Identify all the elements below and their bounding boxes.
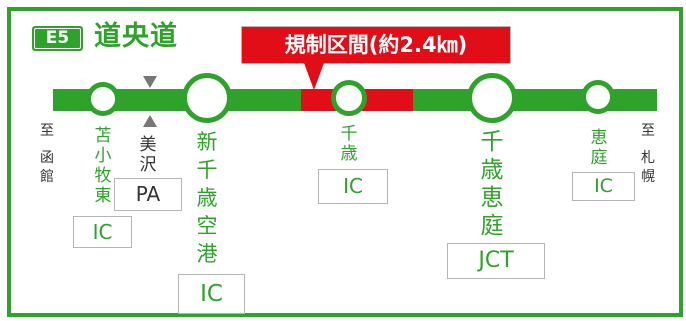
node-chitose-eniwa [467,73,517,123]
route-name: 道央道 [94,21,178,52]
node-tomakomai-higashi [86,82,120,116]
ic-name-chitose: 千 歳 [340,124,358,164]
node-eniwa [581,80,615,114]
pa-type-misawa: PA [114,178,182,211]
ic-name-eniwa: 恵 庭 [590,128,608,168]
direction-sapporo: 至 札 幌 [641,123,655,185]
ic-type-tomakomai-higashi: IC [73,216,132,248]
jct-type-chitose-eniwa: JCT [447,243,545,279]
route-number: E5 [34,28,81,49]
pa-marker-arrow-up [143,76,157,88]
ic-name-tomakomai-higashi: 苫 小 牧 東 [94,126,112,206]
ic-type-chitose: IC [318,169,388,204]
route-number-badge: E5 [32,26,83,51]
ic-type-eniwa: IC [572,172,635,201]
node-chitose [331,80,367,116]
ic-type-shin-chitose-kuko: IC [178,274,245,314]
jct-name-chitose-eniwa: 千 歳 恵 庭 [480,129,504,239]
ic-name-shin-chitose-kuko: 新 千 歳 空 港 [196,130,218,266]
node-shin-chitose-kuko [182,73,232,123]
pa-name-misawa: 美 沢 [139,135,157,175]
direction-hakodate: 至 函 館 [40,123,54,185]
pa-marker-arrow-down [143,115,157,127]
regulation-callout: 規制区間(約2.4㎞) [241,26,511,64]
regulation-callout-pointer [304,63,324,90]
